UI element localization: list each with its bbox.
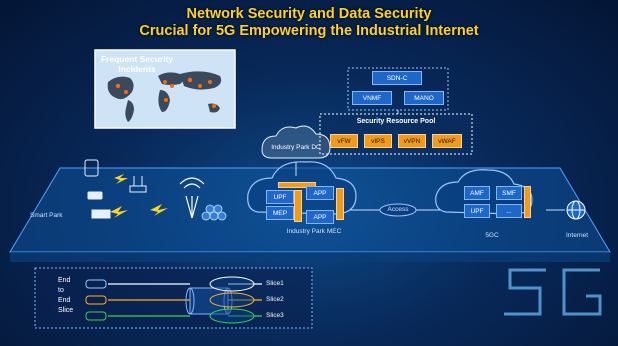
fivegc-amf-box: AMF [464,186,490,200]
mano-box: MANO [404,91,444,105]
internet-label: Internet [565,232,589,239]
mec-upf-box: UPF [266,190,294,204]
base-station-icon [179,177,205,219]
slice-pipe-left-end [185,287,195,315]
vips-box: vIPS [364,134,392,148]
fivegc-label: 5GC [485,232,499,239]
smart-park-devices [84,159,147,219]
fivegc-security-bar [524,186,531,218]
slice-node-chains [85,279,107,321]
industry-park-mec-label: Industry Park MEC [286,228,342,235]
slicing-panel [34,267,313,329]
fivegc-upf-box: UPF [464,204,490,218]
slice1-label: Slice1 [266,280,284,287]
hex-cluster-icon [201,204,227,221]
slice-clouds [209,276,255,324]
mec-mep-box: MEP [266,206,294,220]
smart-park-label: Smart Park [30,212,63,219]
slice2-label: Slice2 [266,296,284,303]
e2e-word-1: End [58,277,71,284]
industry-park-dc-cloud [261,125,331,159]
vnmf-box: VNMF [352,91,392,105]
platform-edge [10,252,610,262]
vwaf-box: vWAF [432,134,462,148]
mec-app-box-1: APP [306,186,334,200]
mec-app-box-2: APP [306,210,334,224]
agv-icon [91,209,111,219]
wireless-links [110,174,168,218]
big-5g-text: 5G [500,268,604,318]
sdn-controller-box: SDN-C [372,71,422,85]
e2e-word-4: Slice [58,307,74,314]
title-line-2: Crucial for 5G Empowering the Industrial… [139,23,479,39]
big-5g-mark [504,268,602,316]
fivegc-smf-box: SMF [496,186,522,200]
security-pool-title: Security Resource Pool [356,118,436,125]
e2e-word-2: to [58,287,64,294]
e2e-word-3: End [58,297,71,304]
vfw-box: vFW [330,134,358,148]
mec-security-strip [278,182,316,188]
incidents-panel-title: Frequent Security Incidents [100,54,174,74]
industry-park-dc-label: Industry Park DC [271,144,321,151]
fivegc-more-box: ... [496,204,522,218]
incident-markers [115,77,216,108]
mec-security-bar [294,190,302,222]
end-to-end-slice-label: End to End Slice [58,276,73,316]
mec-security-bar-right [336,188,344,220]
router-icon [129,176,147,193]
internet-globe-icon [566,200,586,220]
access-label: Access [387,206,409,213]
tablet-icon [84,159,99,177]
camera-icon [87,191,103,200]
slice3-label: Slice3 [266,312,284,319]
vvpn-box: vVPN [398,134,426,148]
title-line-1: Network Security and Data Security [186,6,432,22]
connection-lines [295,110,565,211]
